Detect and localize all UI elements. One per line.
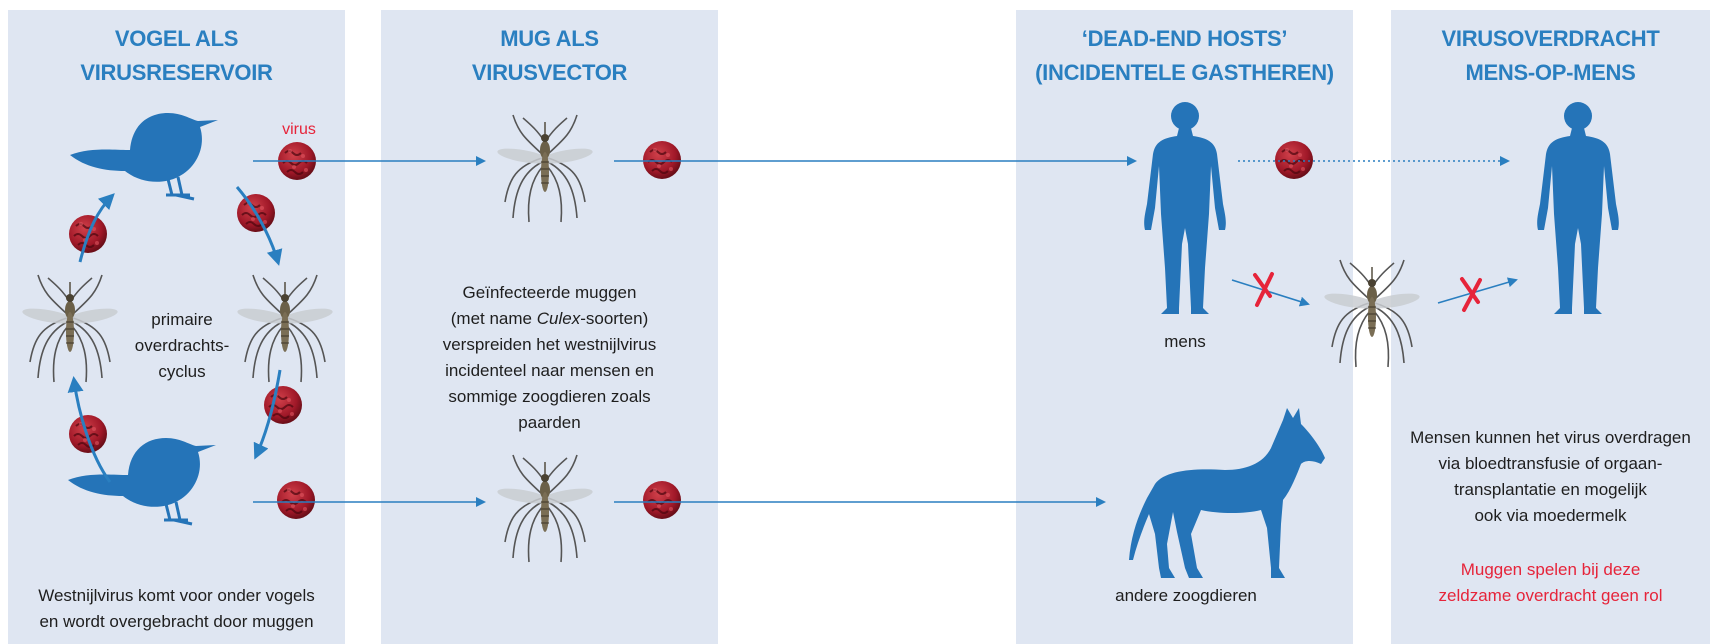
bird-icon-top	[70, 113, 218, 199]
virus-label: virus	[276, 121, 322, 139]
virus-icon	[643, 481, 681, 519]
cross-icon	[1255, 274, 1272, 305]
human-icon-recipient	[1537, 102, 1619, 314]
virus-icon	[277, 481, 315, 519]
mosquito-icon-cycle-right	[236, 275, 333, 382]
other-mammals-label: andere zoogdieren	[1056, 583, 1316, 609]
mosquito-icon-vector-top	[496, 115, 593, 222]
human-icon-dead-end	[1144, 102, 1226, 314]
virus-icon	[1275, 141, 1313, 179]
human-transmission-description: Mensen kunnen het virus overdragen via b…	[1391, 425, 1710, 529]
bird-caption: Westnijlvirus komt voor onder vogels en …	[8, 583, 345, 635]
human-label: mens	[1135, 329, 1235, 355]
mosquito-description: Geïnfecteerde muggen (met name Culex-soo…	[381, 280, 718, 436]
mosquito-icon-cycle-left	[21, 275, 118, 382]
horse-icon	[1129, 408, 1325, 578]
mosquito-icon-dead-end	[1323, 260, 1420, 367]
mosquito-warning: Muggen spelen bij deze zeldzame overdrac…	[1391, 557, 1710, 609]
cycle-label: primaire overdrachts- cyclus	[122, 307, 242, 385]
arrow-icon	[1232, 280, 1308, 304]
mosquito-icon-vector-bottom	[496, 455, 593, 562]
virus-icon	[643, 141, 681, 179]
